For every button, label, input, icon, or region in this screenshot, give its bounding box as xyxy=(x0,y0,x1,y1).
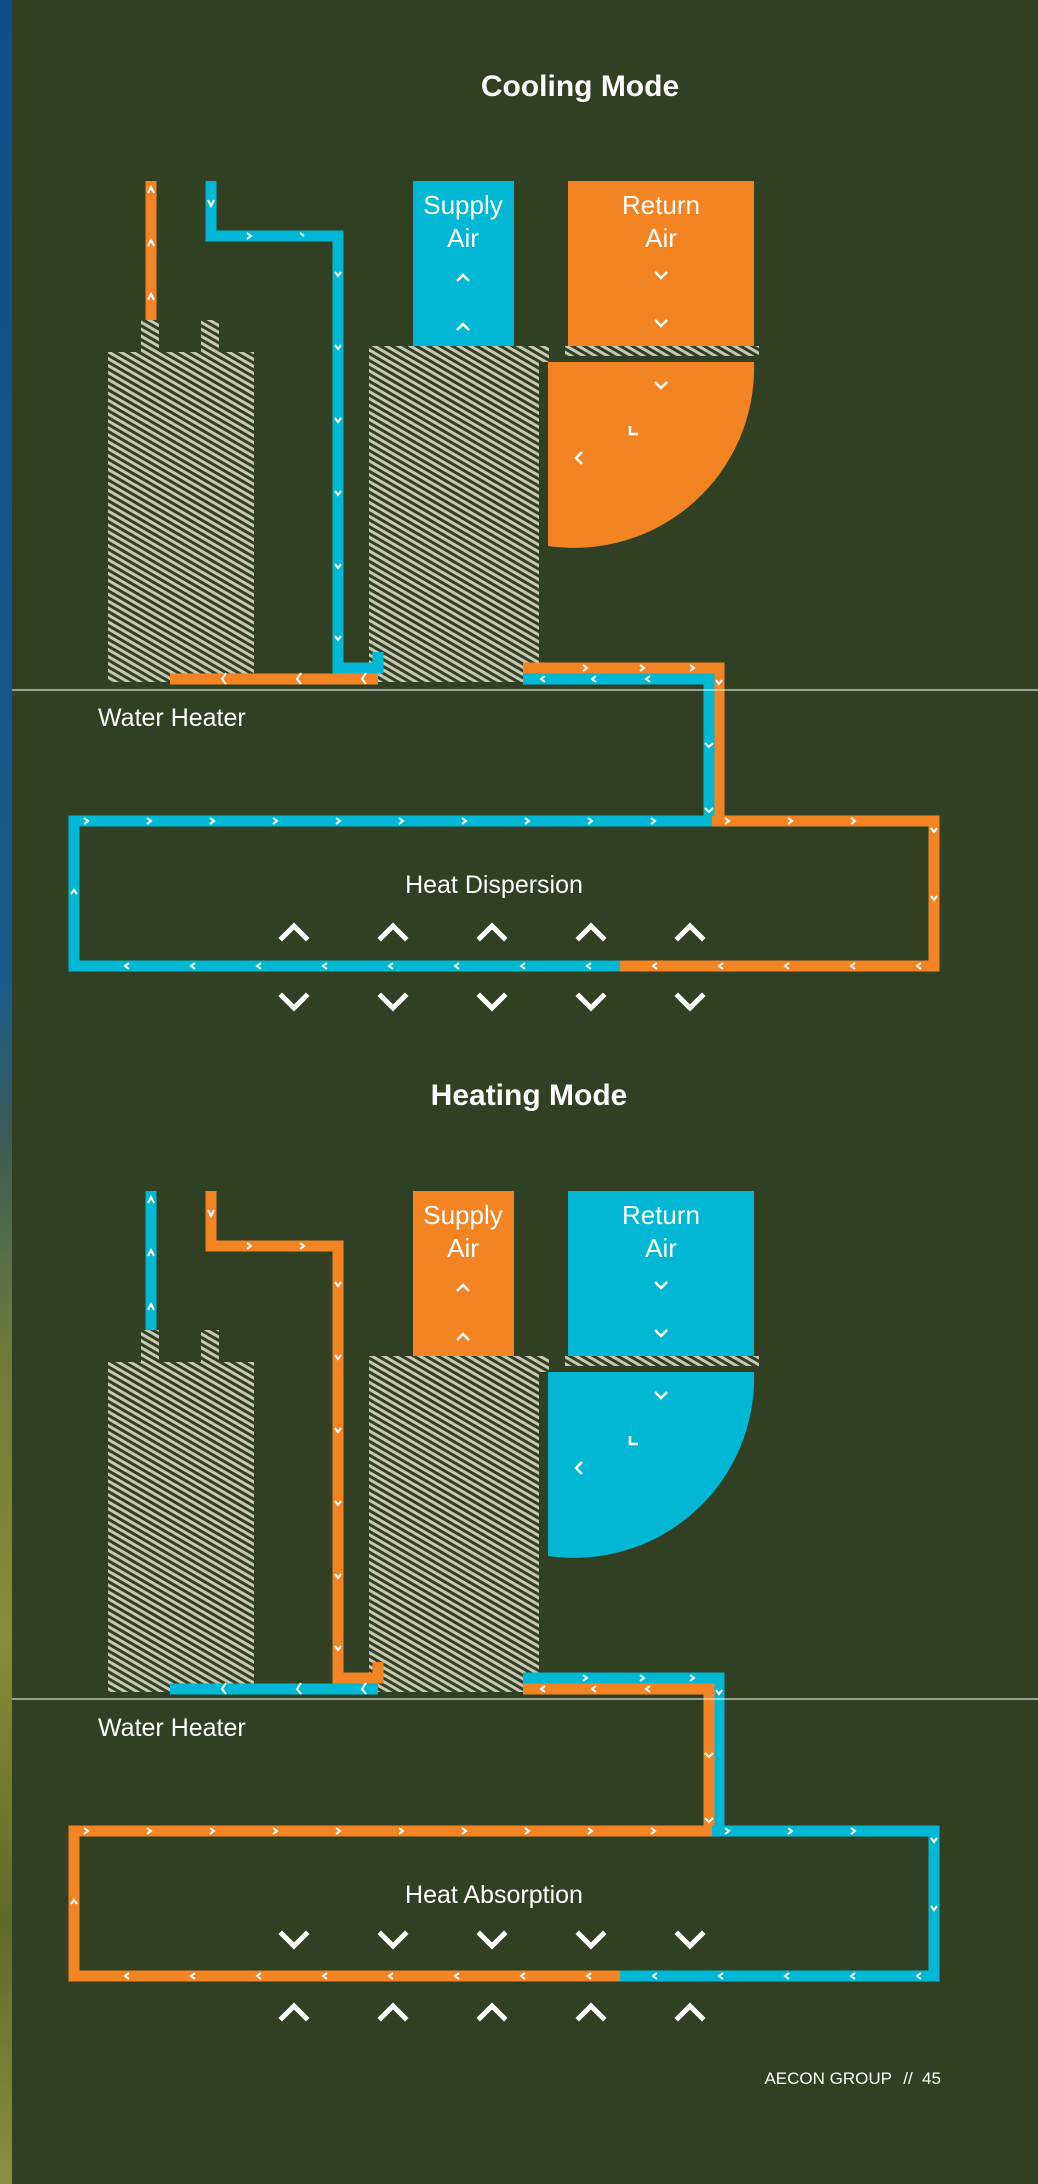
footer-separator: // xyxy=(903,2069,913,2088)
heating-flow-arrows xyxy=(70,1194,938,1980)
heat-dispersion-label: Heat Dispersion xyxy=(405,871,583,899)
water-heater-tank xyxy=(108,1330,254,1692)
heat-absorption-label: Heat Absorption xyxy=(405,1881,583,1909)
heating-pipes xyxy=(68,1191,940,1982)
heat-pump-unit xyxy=(369,346,759,682)
cooling-water-heater-label: Water Heater xyxy=(98,704,246,732)
return-air-label-line2: Air xyxy=(645,1233,677,1263)
cooling-title: Cooling Mode xyxy=(481,70,679,103)
return-air-duct: Return Air xyxy=(548,181,755,548)
supply-air-label-line2: Air xyxy=(447,223,479,253)
side-photo-strip xyxy=(0,0,12,2184)
down-chevron-icon xyxy=(574,271,668,465)
heat-in-chevrons xyxy=(278,1930,706,2022)
heating-water-heater-label: Water Heater xyxy=(98,1714,246,1742)
down-chevron-icon xyxy=(574,1281,668,1475)
supply-air-label-line1: Supply xyxy=(423,190,503,220)
supply-air-duct: Supply Air xyxy=(413,181,514,346)
heat-out-chevrons xyxy=(278,922,706,1012)
footer-company: AECON GROUP xyxy=(764,2069,892,2088)
return-air-label-line1: Return xyxy=(622,190,700,220)
heat-pump-unit xyxy=(369,1356,759,1692)
heating-title: Heating Mode xyxy=(431,1079,628,1112)
return-air-label-line2: Air xyxy=(645,223,677,253)
cooling-flow-arrows xyxy=(70,184,938,970)
up-chevron-icon xyxy=(456,273,470,331)
water-heater-tank xyxy=(108,320,254,682)
return-air-duct: Return Air xyxy=(548,1191,755,1558)
up-chevron-icon xyxy=(456,1283,470,1341)
supply-air-label-line1: Supply xyxy=(423,1200,503,1230)
supply-air-duct: Supply Air xyxy=(413,1191,514,1356)
supply-air-label-line2: Air xyxy=(447,1233,479,1263)
footer-page-number: 45 xyxy=(922,2069,941,2088)
page-footer: AECON GROUP // 45 xyxy=(764,2069,940,2088)
heating-mode-section: Heating Mode Supply Air Return Air xyxy=(12,1079,1038,2022)
return-air-label-line1: Return xyxy=(622,1200,700,1230)
cooling-mode-section: Cooling Mode Supply Air Return Air xyxy=(12,70,1038,1012)
